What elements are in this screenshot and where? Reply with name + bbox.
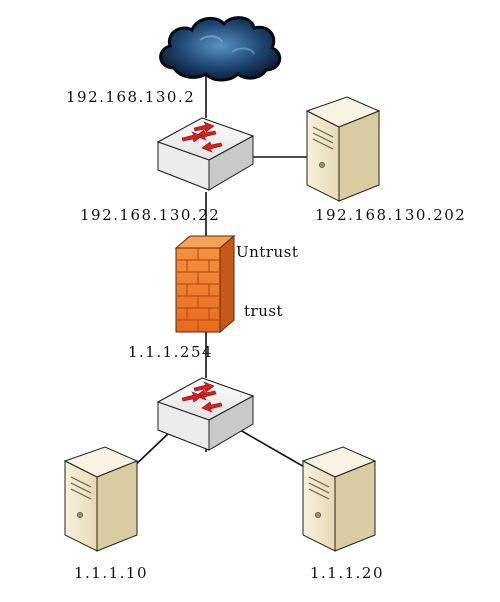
server-icon [306, 96, 380, 202]
internet-ip-label: 192.168.130.2 [66, 88, 196, 106]
switch-icon [157, 117, 254, 191]
switch-bottom-ip-label: 1.1.1.254 [128, 343, 214, 361]
server-icon [64, 446, 138, 552]
switch-icon [157, 377, 254, 451]
trust-zone-label: trust [244, 302, 284, 320]
server-icon [302, 446, 376, 552]
server-left-ip-label: 1.1.1.10 [74, 564, 149, 582]
cloud-icon [159, 16, 282, 82]
untrust-zone-label: Untrust [236, 243, 299, 261]
server-right-ip-label: 1.1.1.20 [310, 564, 385, 582]
firewall-icon [174, 234, 236, 334]
switch-top-ip-label: 192.168.130.22 [80, 206, 221, 224]
server-top-ip-label: 192.168.130.202 [315, 206, 467, 224]
